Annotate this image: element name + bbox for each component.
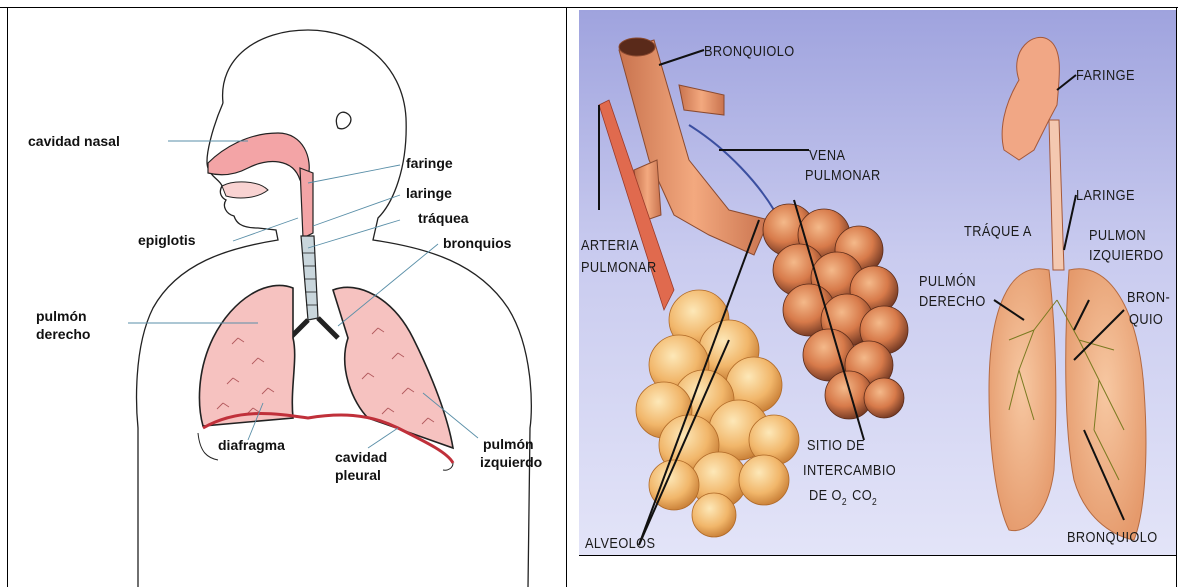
label-bronquio-1: BRON- [1127, 288, 1170, 305]
label-bronquio-2: QUIO [1129, 310, 1163, 327]
label-cavidad-nasal: cavidad nasal [28, 133, 120, 149]
label-laringe: laringe [406, 185, 452, 201]
label-pulmon-der-1: PULMÓN [919, 272, 976, 289]
label-pulmon-izq-2: IZQUIERDO [1089, 246, 1164, 263]
respiratory-system-illustration: cavidad nasal faringe laringe tráquea ep… [8, 8, 566, 587]
alveoli-cluster-dark [763, 204, 908, 419]
frame-divider-line [566, 7, 567, 587]
label-alveolos: ALVEOLOS [585, 534, 655, 551]
pharynx [300, 168, 313, 238]
label-cavidad-pleural-1: cavidad [335, 449, 387, 465]
label-faringe-right: FARINGE [1076, 66, 1135, 83]
label-pulmon-derecho-1: pulmón [36, 308, 87, 324]
label-pulmon-izq-1: PULMON [1089, 226, 1146, 243]
left-lung [333, 287, 453, 448]
label-bronquiolo-bottom: BRONQUIOLO [1067, 528, 1158, 545]
nasal-cavity [208, 133, 309, 180]
label-arteria-2: PULMONAR [581, 258, 657, 275]
label-traquea-right: TRÁQUE A [964, 222, 1032, 239]
alveoli-lungs-art: BRONQUIOLO VENA PULMONAR ARTERIA PULMONA… [579, 10, 1176, 555]
label-bronquiolo-top: BRONQUIOLO [704, 42, 795, 59]
label-vena-2: PULMONAR [805, 166, 881, 183]
label-epiglotis: epiglotis [138, 232, 196, 248]
label-laringe-right: LARINGE [1076, 186, 1135, 203]
label-vena-1: VENA [809, 146, 846, 163]
trachea [301, 236, 318, 320]
label-sitio-2: INTERCAMBIO [803, 461, 896, 478]
side-branch-top [679, 85, 724, 115]
right-lung-art [989, 269, 1056, 531]
label-pulmon-der-2: DERECHO [919, 292, 986, 309]
alveoli-cluster-light [636, 290, 799, 537]
label-diafragma: diafragma [218, 437, 285, 453]
label-arteria-1: ARTERIA [581, 236, 639, 253]
label-traquea: tráquea [418, 210, 469, 226]
bronchiole-opening [619, 38, 655, 56]
label-cavidad-pleural-2: pleural [335, 467, 381, 483]
alveoli-lungs-illustration: BRONQUIOLO VENA PULMONAR ARTERIA PULMONA… [579, 10, 1176, 555]
mouth [222, 182, 268, 198]
label-pulmon-izquierdo-1: pulmón [483, 436, 534, 452]
frame-bottom-right-line [579, 555, 1176, 556]
label-faringe: faringe [406, 155, 453, 171]
label-pulmon-derecho-2: derecho [36, 326, 90, 342]
trachea-right [1049, 120, 1064, 270]
label-bronquios: bronquios [443, 235, 512, 251]
frame-right-line [1176, 7, 1177, 587]
bronchi [288, 318, 338, 340]
label-sitio-1: SITIO DE [807, 436, 865, 453]
respiratory-system-diagram: cavidad nasal faringe laringe tráquea ep… [8, 8, 566, 587]
right-lung [199, 285, 294, 426]
body-outline [137, 30, 532, 587]
label-pulmon-izquierdo-2: izquierdo [480, 454, 542, 470]
